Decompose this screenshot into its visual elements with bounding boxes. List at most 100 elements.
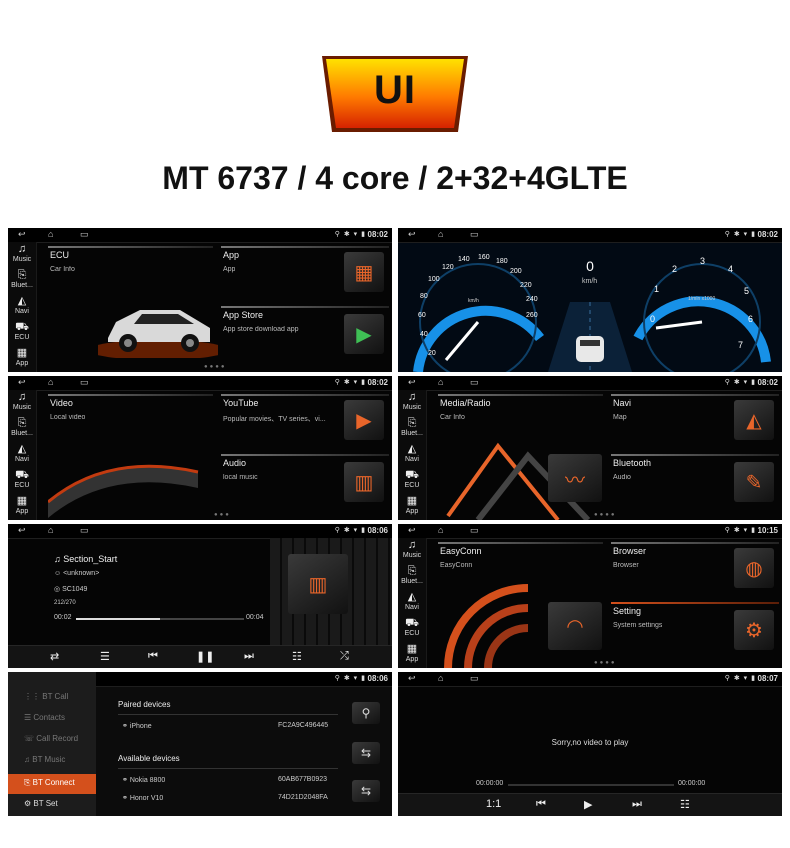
recent-icon[interactable]: ▭ <box>470 525 479 535</box>
sidebar-item-ecu[interactable]: ⛟ECU <box>8 468 36 494</box>
youtube-play-icon[interactable]: ▶ <box>344 400 384 440</box>
bt-menu-set[interactable]: ⚙ BT Set <box>24 799 58 808</box>
previous-icon[interactable]: ⏮ <box>536 798 546 810</box>
recent-icon[interactable]: ▭ <box>470 229 479 239</box>
playlist-icon[interactable]: ☷ <box>680 799 690 811</box>
sidebar-item-ecu[interactable]: ⛟ECU <box>398 468 426 494</box>
recent-icon[interactable]: ▭ <box>470 673 479 683</box>
sidebar-item-bluetooth[interactable]: ⎘Bluet... <box>8 268 36 294</box>
setting-title[interactable]: Setting <box>613 606 642 616</box>
back-icon[interactable]: ↩ <box>18 229 26 239</box>
back-icon[interactable]: ↩ <box>408 525 416 535</box>
app-store-title[interactable]: App Store <box>223 310 264 320</box>
back-icon[interactable]: ↩ <box>408 229 416 239</box>
home-icon[interactable]: ⌂ <box>438 673 444 683</box>
bluetooth-title[interactable]: Bluetooth <box>613 458 652 468</box>
ecu-title[interactable]: ECU <box>50 250 70 260</box>
pause-icon[interactable]: ❚❚ <box>196 651 215 663</box>
seek-bar[interactable] <box>76 618 244 620</box>
play-icon[interactable]: ▶ <box>584 799 593 811</box>
recent-icon[interactable]: ▭ <box>80 229 89 239</box>
previous-icon[interactable]: ⏮ <box>148 650 158 662</box>
home-icon[interactable]: ⌂ <box>48 525 54 535</box>
sidebar-item-navi[interactable]: ◭Navi <box>8 294 36 320</box>
next-icon[interactable]: ⏭ <box>632 798 642 810</box>
sidebar-item-music[interactable]: ♫Music <box>398 390 426 416</box>
sidebar-item-ecu[interactable]: ⛟ECU <box>8 320 36 346</box>
sidebar-item-bluetooth[interactable]: ⎘Bluet... <box>398 564 426 590</box>
recent-icon[interactable]: ▭ <box>80 377 89 387</box>
available-device-row[interactable]: ⚭ Honor V10 <box>122 795 164 802</box>
next-icon[interactable]: ⏭ <box>244 650 254 662</box>
bt-menu-connect-active[interactable] <box>8 774 96 794</box>
bt-menu-contacts[interactable]: ☰ Contacts <box>24 713 65 722</box>
audio-title[interactable]: Audio <box>223 458 247 468</box>
home-icon[interactable]: ⌂ <box>438 525 444 535</box>
navi-title[interactable]: Navi <box>613 398 632 408</box>
wave-icon[interactable]: 〰 <box>548 454 602 502</box>
status-bar: ↩ ⌂ ▭ ⚲ ✱ ▾ ▮ 08:02 <box>8 228 392 243</box>
navi-subtitle: Map <box>613 414 627 421</box>
sidebar-item-app[interactable]: ▦App <box>398 494 426 520</box>
app-grid-icon[interactable]: ▦ <box>344 252 384 292</box>
paired-device-mac: FC2A9C496445 <box>278 722 329 729</box>
home-icon[interactable]: ⌂ <box>48 377 54 387</box>
app-title[interactable]: App <box>223 250 240 260</box>
compass-icon[interactable]: ◭ <box>734 400 774 440</box>
chat-bubble-icon[interactable]: ✎ <box>734 462 774 502</box>
sidebar-item-bluetooth[interactable]: ⎘Bluet... <box>8 416 36 442</box>
sidebar-item-navi[interactable]: ◭Navi <box>398 442 426 468</box>
home-icon[interactable]: ⌂ <box>48 229 54 239</box>
back-icon[interactable]: ↩ <box>18 525 26 535</box>
sidebar-item-music[interactable]: ♫Music <box>398 538 426 564</box>
back-icon[interactable]: ↩ <box>408 673 416 683</box>
home-icon[interactable]: ⌂ <box>438 229 444 239</box>
home-icon[interactable]: ⌂ <box>438 377 444 387</box>
sidebar-item-app[interactable]: ▦App <box>8 346 36 372</box>
available-device-mac: 60AB677B0923 <box>278 776 328 783</box>
gear-icon[interactable]: ⚙ <box>734 610 774 650</box>
status-icons: ⚲ ✱ ▾ ▮ <box>334 231 366 238</box>
wifi-signal-icon[interactable]: ◠ <box>548 602 602 650</box>
search-icon[interactable]: ⚲ <box>352 702 380 724</box>
navi-icon: ◭ <box>17 295 27 307</box>
bt-menu-connect[interactable]: ⎘ BT Connect <box>24 778 75 787</box>
playlist-icon[interactable]: ☷ <box>292 651 302 663</box>
sidebar-item-music[interactable]: ♫Music <box>8 390 36 416</box>
easyconn-title[interactable]: EasyConn <box>440 546 482 556</box>
youtube-title[interactable]: YouTube <box>223 398 259 408</box>
media-radio-title[interactable]: Media/Radio <box>440 398 491 408</box>
page-indicator: ●●●● <box>594 512 617 518</box>
equalizer-icon[interactable]: ▥ <box>344 462 384 502</box>
shuffle-icon[interactable]: ⤮ <box>340 650 349 662</box>
play-store-icon[interactable]: ▶ <box>344 314 384 354</box>
available-device-row[interactable]: ⚭ Nokia 8800 <box>122 777 166 784</box>
globe-icon[interactable]: ◍ <box>734 548 774 588</box>
video-title[interactable]: Video <box>50 398 73 408</box>
sidebar-item-navi[interactable]: ◭Navi <box>8 442 36 468</box>
back-icon[interactable]: ↩ <box>18 377 26 387</box>
speed-unit: km/h <box>582 278 598 285</box>
sidebar-item-bluetooth[interactable]: ⎘Bluet... <box>398 416 426 442</box>
bt-menu-call[interactable]: ⋮⋮ BT Call <box>24 692 69 701</box>
seek-bar[interactable] <box>508 784 674 786</box>
recent-icon[interactable]: ▭ <box>470 377 479 387</box>
audio-subtitle: local music <box>223 474 258 481</box>
sidebar-item-app[interactable]: ▦App <box>8 494 36 520</box>
bt-menu-music[interactable]: ♫ BT Music <box>24 755 66 764</box>
disconnect-icon[interactable]: ⇆ <box>352 780 380 802</box>
connect-icon[interactable]: ⇆ <box>352 742 380 764</box>
sidebar-item-music[interactable]: ♫Music <box>8 242 36 268</box>
sidebar-item-navi[interactable]: ◭Navi <box>398 590 426 616</box>
equalizer-settings-icon[interactable]: ☰ <box>100 651 110 663</box>
repeat-icon[interactable]: ⇄ <box>50 651 60 663</box>
sidebar-item-app[interactable]: ▦App <box>398 642 426 668</box>
paired-device-row[interactable]: ⚭ iPhone <box>122 723 152 730</box>
bt-menu-call-record[interactable]: ☏ Call Record <box>24 734 79 743</box>
browser-title[interactable]: Browser <box>613 546 647 556</box>
right-tick-5: 5 <box>744 286 750 296</box>
sidebar-item-ecu[interactable]: ⛟ECU <box>398 616 426 642</box>
recent-icon[interactable]: ▭ <box>80 525 89 535</box>
back-icon[interactable]: ↩ <box>408 377 416 387</box>
aspect-ratio-button[interactable]: 1:1 <box>486 798 502 810</box>
